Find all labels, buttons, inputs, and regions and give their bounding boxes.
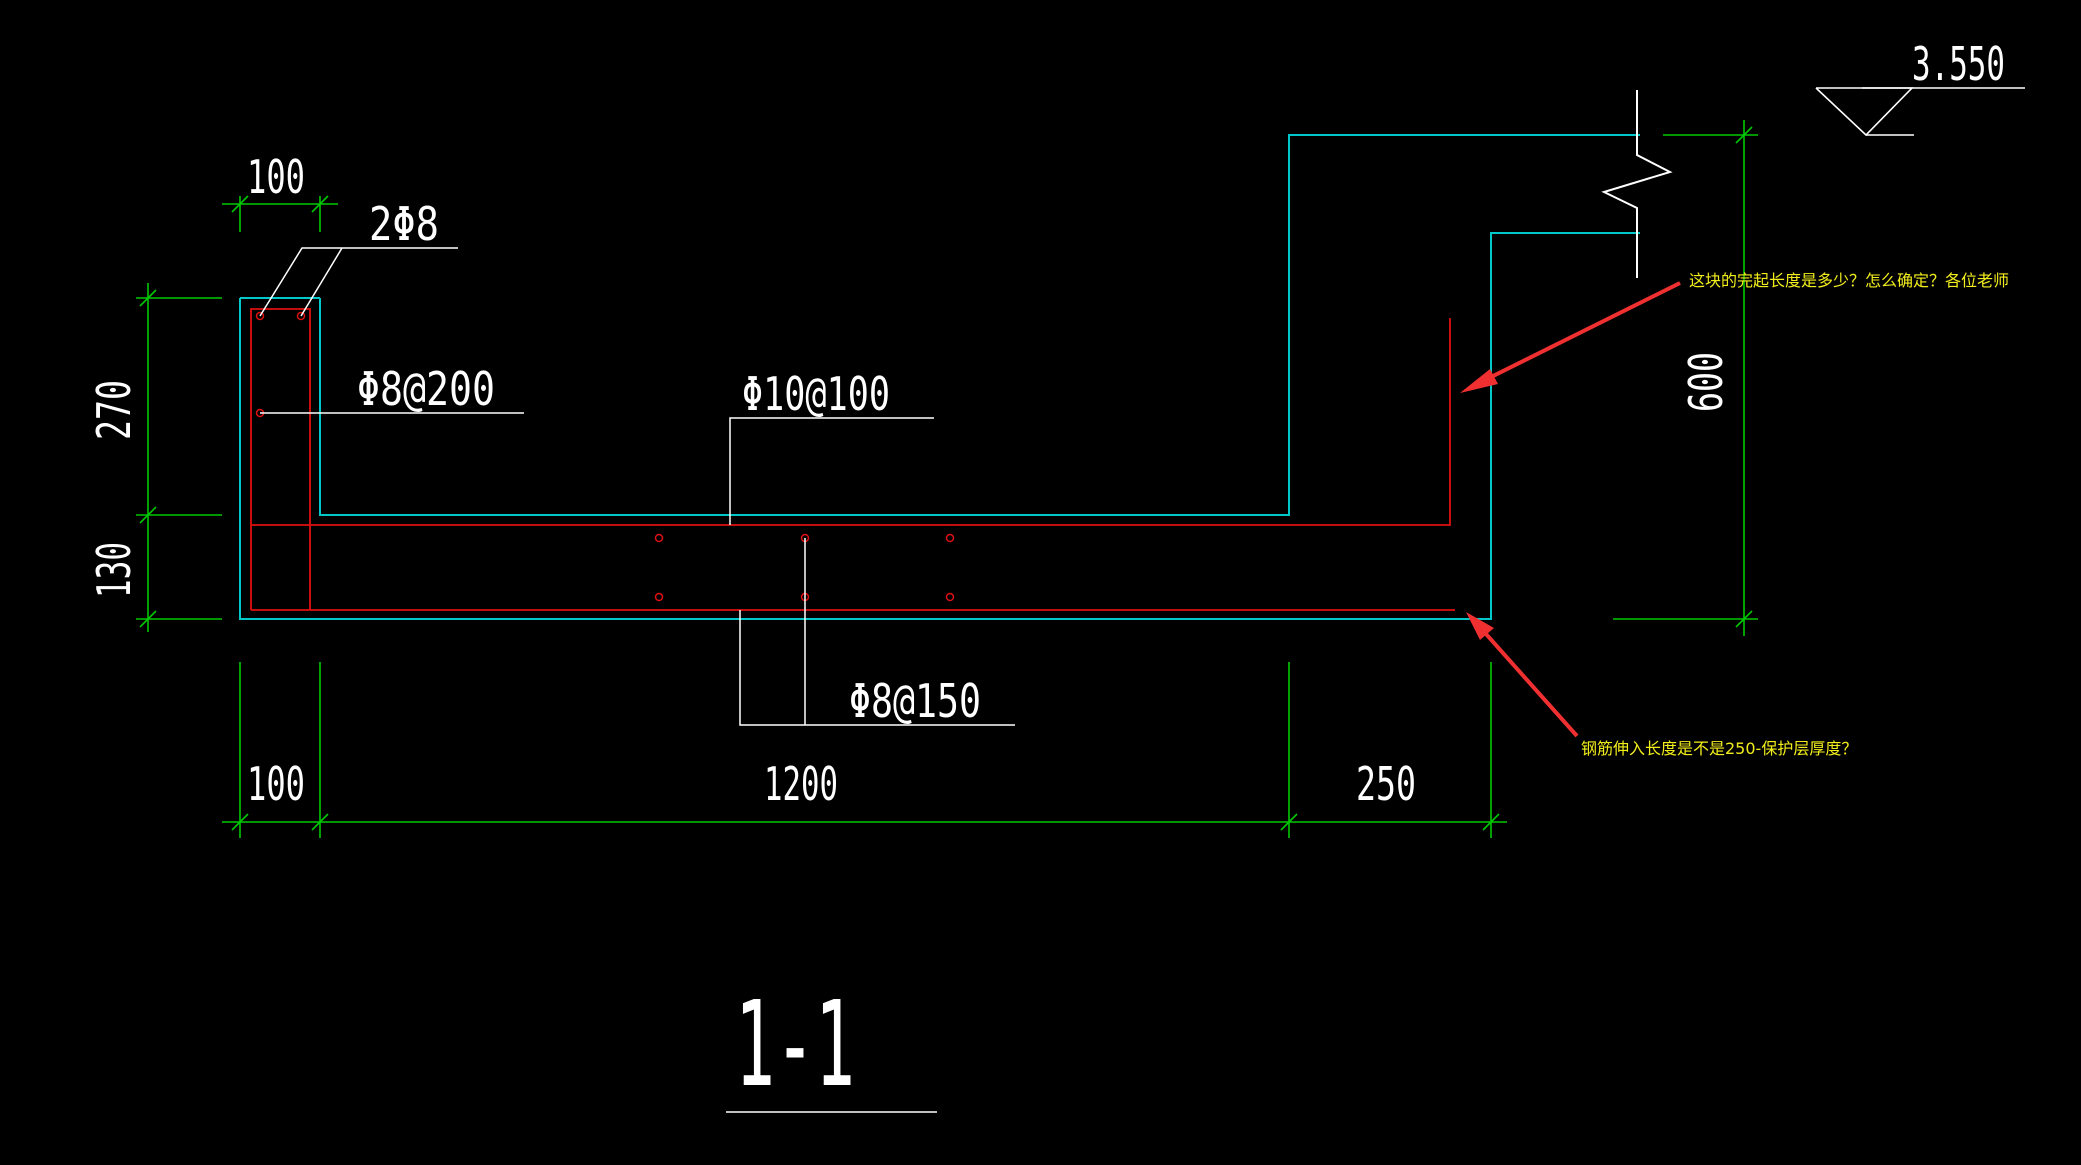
leader-lines: [259, 247, 1015, 726]
dim-bottom-middle: 1200: [764, 757, 838, 811]
corner-bars-leader: [259, 247, 458, 317]
label-top-bars: Φ10@100: [742, 367, 890, 421]
break-symbol: [1601, 90, 1673, 278]
dim-bottom-left: 100: [247, 757, 305, 811]
arrow-bottom-shaft: [1476, 623, 1579, 738]
rebar-lines: [250, 308, 1455, 611]
rebar-dot: [654, 592, 664, 602]
arrow-bottom-head: [1466, 612, 1494, 640]
dim-height-upper: 270: [87, 380, 141, 440]
dim-right-height: 600: [1679, 352, 1733, 412]
slab-inner-outline: [319, 134, 1640, 516]
label-stirrup: Φ8@200: [357, 362, 495, 416]
rebar-label-texts: 2Φ8 Φ8@200 Φ10@100 Φ8@150: [357, 197, 981, 728]
dimension-lines: [136, 120, 1758, 838]
note-question-bottom: 钢筋伸入长度是不是250-保护层厚度？: [1581, 739, 1857, 758]
rebar-dot: [296, 311, 306, 321]
top-rebar-line: [251, 318, 1451, 526]
label-bottom-bars: Φ8@150: [849, 674, 981, 728]
rebar-dot: [255, 311, 265, 321]
slab-outline: [239, 232, 1640, 620]
dimension-texts: 100 270 130 600 100 1200 250: [87, 150, 1733, 811]
note-question-top: 这块的完起长度是多少？怎么确定？各位老师: [1689, 271, 2009, 290]
elevation-marker: [1815, 87, 2025, 137]
concrete-outline: [239, 134, 1640, 620]
corner-bars-leader-2: [300, 247, 343, 317]
elevation-value: 3.550: [1912, 37, 2005, 91]
rebar-dot: [945, 533, 955, 543]
question-notes: 这块的完起长度是多少？怎么确定？各位老师 钢筋伸入长度是不是250-保护层厚度？: [1581, 271, 2009, 758]
arrow-top-shaft: [1474, 281, 1681, 387]
arrow-top-head: [1460, 369, 1498, 393]
section-title: 1-1: [735, 975, 855, 1113]
break-line: [1601, 90, 1673, 278]
annotation-arrows: [1460, 281, 1681, 738]
upturn-stirrup: [250, 308, 311, 610]
dim-bottom-right: 250: [1356, 757, 1416, 811]
dim-height-lower: 130: [87, 542, 141, 598]
label-corner-bars: 2Φ8: [369, 197, 439, 251]
dim-top-width: 100: [247, 150, 305, 204]
bottom-bars-leader: [739, 610, 1015, 726]
rebar-dot: [654, 533, 664, 543]
top-bars-leader: [729, 417, 934, 525]
rebar-dot: [945, 592, 955, 602]
